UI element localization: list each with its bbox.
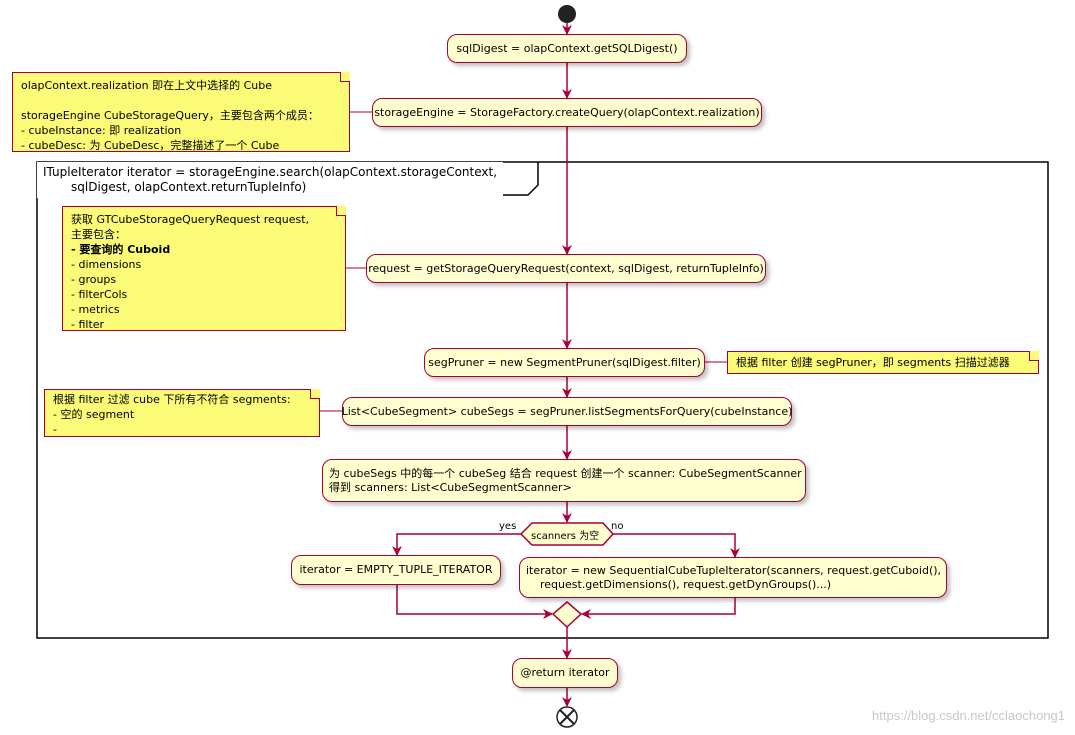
decision-label: scanners 为空 [531, 531, 600, 542]
node-sequential-iterator-line-1: iterator = new SequentialCubeTupleIterat… [526, 563, 942, 577]
note-realization-line-4: - cubeInstance: 即 realization [21, 124, 182, 137]
frame-label-line-1: ITupleIterator iterator = storageEngine.… [43, 165, 498, 179]
node-scanners: 为 cubeSegs 中的每一个 cubeSeg 结合 request 创建一个… [322, 459, 806, 502]
note-request-line-2: 主要包含： [71, 228, 126, 241]
end-node-cross-b [559, 709, 575, 725]
decision-no-label: no [611, 521, 624, 532]
node-return-iterator-label: @return iterator [520, 666, 610, 679]
node-seg-pruner-label: segPruner = new SegmentPruner(sqlDigest.… [428, 355, 701, 369]
node-return-iterator: @return iterator [512, 658, 618, 688]
edge-no [613, 533, 740, 558]
note-cube-segs-line-3: - [53, 423, 57, 436]
note-cube-segs: 根据 filter 过滤 cube 下所有不符合 segments: - 空的 … [44, 389, 320, 437]
decision-yes-label: yes [499, 521, 517, 532]
edge-seq-merge [581, 598, 736, 619]
note-seg-pruner-line-1: 根据 filter 创建 segPruner，即 segments 扫描过滤器 [736, 356, 1010, 369]
note-cube-segs-line-1: 根据 filter 过滤 cube 下所有不符合 segments: [53, 393, 291, 406]
decision-diamond [519, 522, 615, 546]
edge-yes [392, 533, 521, 556]
note-realization-line-1: olapContext.realization 即在上文中选择的 Cube [21, 79, 272, 92]
note-realization-line-3: storageEngine CubeStorageQuery，主要包含两个成员： [21, 109, 319, 122]
node-scanners-line-2: 得到 scanners: List<CubeSegmentScanner> [329, 480, 572, 494]
note-request-line-6: - filterCols [71, 288, 128, 301]
node-sequential-iterator-line-2: request.getDimensions(), request.getDynG… [540, 577, 832, 591]
node-get-sql-digest: sqlDigest = olapContext.getSQLDigest() [447, 34, 687, 63]
node-empty-iterator-label: iterator = EMPTY_TUPLE_ITERATOR [299, 563, 493, 576]
note-request-line-4: - dimensions [71, 258, 142, 271]
merge-diamond [551, 601, 583, 629]
node-seg-pruner: segPruner = new SegmentPruner(sqlDigest.… [424, 348, 705, 377]
note-realization-line-5: - cubeDesc: 为 CubeDesc，完整描述了一个 Cube [21, 139, 280, 152]
note-cube-segs-fold [310, 389, 320, 399]
note-seg-pruner: 根据 filter 创建 segPruner，即 segments 扫描过滤器 [727, 351, 1039, 374]
node-request: request = getStorageQueryRequest(context… [366, 254, 766, 283]
watermark: https://blog.csdn.net/cclaochong1 [872, 708, 1065, 723]
note-cube-segs-line-2: - 空的 segment [53, 408, 135, 421]
note-request: 获取 GTCubeStorageQueryRequest request, 主要… [62, 206, 346, 331]
note-realization: olapContext.realization 即在上文中选择的 Cube st… [12, 72, 350, 152]
note-request-line-7: - metrics [71, 303, 120, 316]
note-request-line-5: - groups [71, 273, 117, 286]
note-request-line-1: 获取 GTCubeStorageQueryRequest request, [71, 213, 310, 226]
node-scanners-line-1: 为 cubeSegs 中的每一个 cubeSeg 结合 request 创建一个… [329, 466, 802, 480]
node-storage-engine: storageEngine = StorageFactory.createQue… [372, 98, 762, 127]
edge-empty-merge [396, 585, 553, 619]
search-frame [36, 161, 1049, 639]
node-cube-segs-label: List<CubeSegment> cubeSegs = segPruner.l… [341, 404, 793, 418]
frame-label-line-2: sqlDigest, olapContext.returnTupleInfo) [71, 180, 307, 194]
note-realization-line-2 [21, 93, 341, 108]
node-cube-segs: List<CubeSegment> cubeSegs = segPruner.l… [342, 397, 792, 426]
note-seg-pruner-fold [1029, 351, 1039, 361]
frame-label: ITupleIterator iterator = storageEngine.… [37, 162, 504, 198]
note-realization-fold [340, 72, 350, 82]
note-request-line-3: - 要查询的 Cuboid [71, 243, 171, 256]
node-storage-engine-label: storageEngine = StorageFactory.createQue… [374, 105, 760, 119]
node-sequential-iterator: iterator = new SequentialCubeTupleIterat… [519, 557, 947, 598]
node-empty-iterator: iterator = EMPTY_TUPLE_ITERATOR [291, 555, 501, 585]
start-node [558, 5, 576, 23]
note-request-fold [336, 206, 346, 216]
node-get-sql-digest-label: sqlDigest = olapContext.getSQLDigest() [456, 41, 678, 55]
note-request-line-8: - filter [71, 318, 105, 331]
node-request-label: request = getStorageQueryRequest(context… [368, 261, 764, 275]
